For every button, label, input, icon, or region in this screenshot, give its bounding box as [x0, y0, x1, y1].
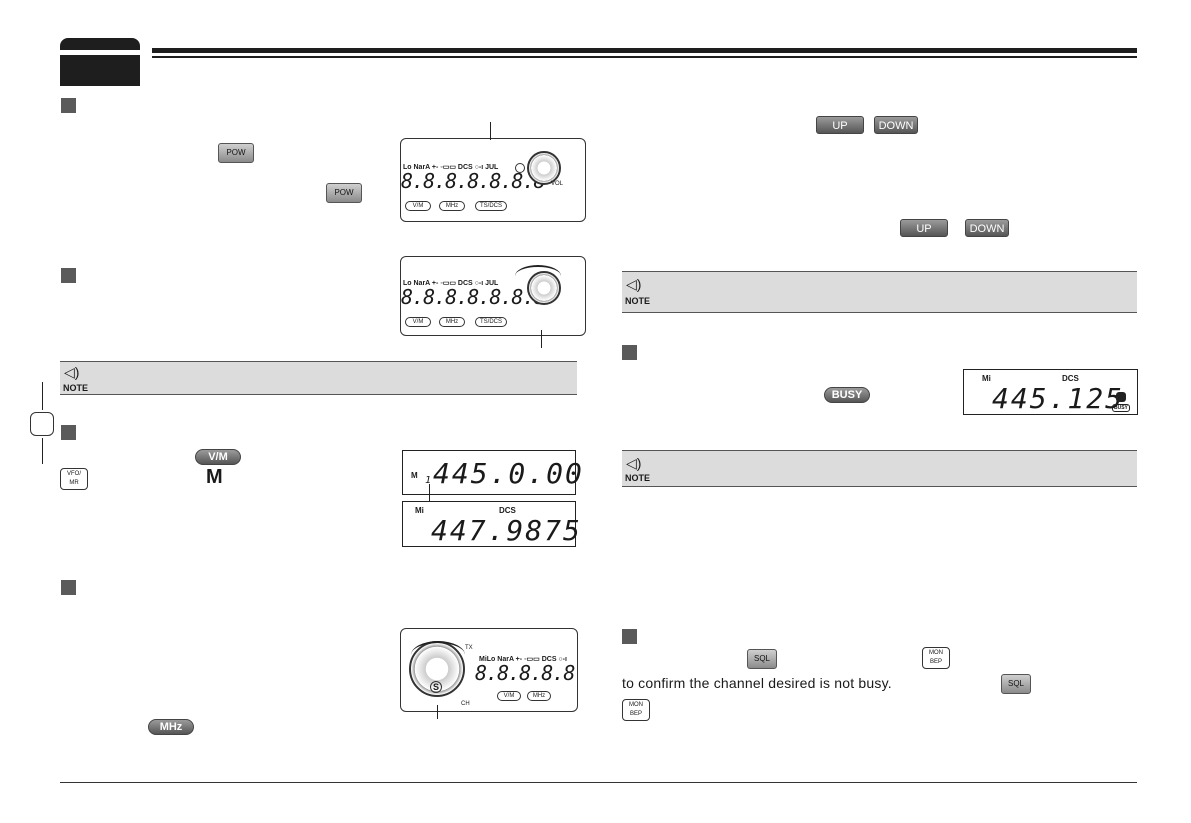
- radio-mhz-key: MHz: [439, 201, 465, 211]
- lcd-display-dcs: Mi DCS 447.9875: [402, 501, 580, 547]
- dcs-indicator: DCS: [499, 506, 516, 515]
- memory-indicator: M: [411, 471, 418, 480]
- side-page-tab: [30, 412, 54, 436]
- note-bar: ◁) NOTE: [622, 271, 1137, 313]
- radio-digits: 8.8.8.8.8.8.8: [401, 169, 546, 193]
- down-button: DOWN: [874, 116, 918, 134]
- vol-knob: [527, 151, 561, 185]
- radio-illustration-dial: S TX CH MiLo NarA +- ◦▭▭ DCS ○-ı 8.8.8.8…: [400, 628, 578, 712]
- vfo-mr-key-icon: VFO/MR: [60, 468, 88, 490]
- radio-digits: 8.8.8.8.8.8.8: [475, 661, 577, 685]
- ch-label: CH: [461, 701, 470, 707]
- section-bullet: [61, 268, 76, 283]
- radio-mhz-key: MHz: [439, 317, 465, 327]
- radio-mhz-key: MHz: [527, 691, 551, 701]
- radio-digits: 8.8.8.8.8.8.8: [401, 285, 546, 309]
- lcd-display-memory: M 1 445.0.00: [402, 450, 582, 495]
- busy-badge: BUSY: [1112, 404, 1130, 412]
- callout-leader: [429, 484, 430, 504]
- rotate-arrow-icon: [515, 265, 561, 287]
- signal-icon: [1116, 392, 1126, 402]
- section-bullet: [622, 345, 637, 360]
- frequency-value: 445.0.00: [433, 457, 584, 490]
- down-button: DOWN: [965, 219, 1009, 237]
- radio-indicator-strip: Lo NarA +- ◦▭▭ DCS ○-ı JUL: [403, 280, 499, 287]
- sql-button: SQL: [1001, 674, 1031, 694]
- radio-illustration-volume: Lo NarA +- ◦▭▭ DCS ○-ı JUL 8.8.8.8.8.8.8…: [400, 256, 586, 336]
- radio-vm-key: V/M: [405, 201, 431, 211]
- footer-rule: [60, 782, 1137, 783]
- frequency-value: 447.9875: [431, 514, 582, 547]
- pwr-button-icon: [515, 163, 525, 173]
- radio-tsdcs-key: TS/DCS: [475, 201, 507, 211]
- sql-button: SQL: [747, 649, 777, 669]
- up-button: UP: [900, 219, 948, 237]
- note-label: NOTE: [625, 473, 651, 483]
- note-label: NOTE: [63, 383, 89, 393]
- side-tab-line-bottom: [42, 438, 43, 464]
- up-button: UP: [816, 116, 864, 134]
- section-bullet: [61, 98, 76, 113]
- speaker-icon: ◁): [64, 364, 80, 380]
- note-label: NOTE: [625, 296, 651, 306]
- frequency-value: 445.125: [992, 382, 1125, 415]
- radio-tsdcs-key: TS/DCS: [475, 317, 507, 327]
- callout-leader: [541, 330, 542, 348]
- speaker-icon: ◁): [626, 455, 642, 471]
- chapter-tab-band: [60, 50, 140, 55]
- pow-button: POW: [326, 183, 362, 203]
- speaker-icon: ◁): [626, 276, 642, 292]
- s-button-icon: S: [430, 681, 442, 693]
- callout-leader: [490, 122, 491, 140]
- vol-label: VOL: [551, 181, 564, 187]
- radio-indicator-strip: Lo NarA +- ◦▭▭ DCS ○-ı JUL: [403, 164, 499, 171]
- note-bar: ◁) NOTE: [622, 450, 1137, 487]
- mi-indicator: Mi: [415, 506, 424, 515]
- radio-indicator-strip: MiLo NarA +- ◦▭▭ DCS ○-ı: [479, 656, 567, 663]
- radio-vm-key: V/M: [405, 317, 431, 327]
- radio-vm-key: V/M: [497, 691, 521, 701]
- busy-indicator-icon: BUSY: [824, 387, 870, 403]
- radio-illustration-power: Lo NarA +- ◦▭▭ DCS ○-ı JUL 8.8.8.8.8.8.8…: [400, 138, 586, 222]
- note-bar: ◁) NOTE: [60, 361, 577, 395]
- section-bullet: [622, 629, 637, 644]
- header-rule: [152, 48, 1137, 53]
- section-bullet: [61, 580, 76, 595]
- m-glyph: M: [206, 466, 223, 488]
- lcd-display-busy: Mi DCS 445.125 BUSY: [963, 369, 1138, 415]
- side-tab-line-top: [42, 382, 43, 410]
- callout-leader: [437, 705, 438, 719]
- body-text-line: to confirm the channel desired is not bu…: [622, 675, 892, 691]
- chapter-tab: [60, 38, 140, 86]
- header-rule-thin: [152, 56, 1137, 58]
- vm-button: V/M: [195, 449, 241, 465]
- mhz-button: MHz: [148, 719, 194, 735]
- section-bullet: [61, 425, 76, 440]
- tx-label: TX: [465, 645, 473, 651]
- pow-button: POW: [218, 143, 254, 163]
- rotate-arrow-icon: [411, 641, 465, 669]
- dcs-indicator: DCS: [1062, 374, 1079, 383]
- mi-indicator: Mi: [982, 374, 991, 383]
- channel-number: 1: [425, 475, 434, 486]
